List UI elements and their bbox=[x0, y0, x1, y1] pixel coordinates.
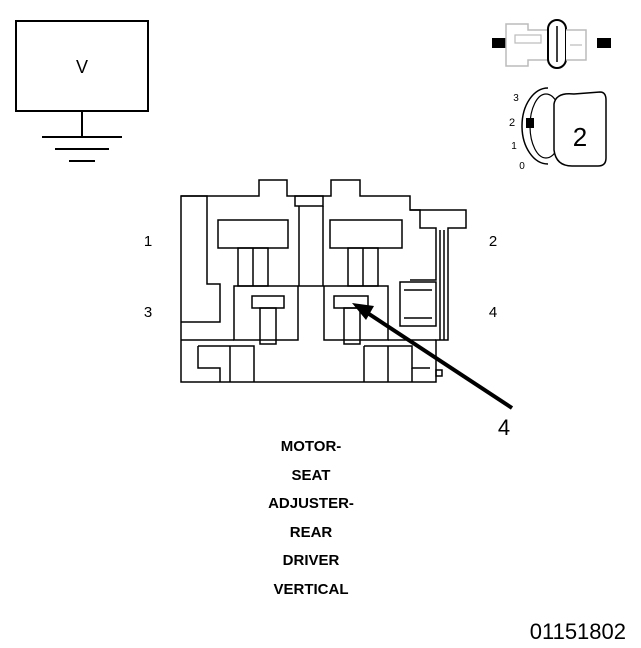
voltmeter-symbol bbox=[15, 20, 149, 137]
switch-position-3: 3 bbox=[513, 93, 519, 104]
connector-caption: MOTOR- SEAT ADJUSTER- REAR DRIVER VERTIC… bbox=[268, 438, 354, 598]
cavity-label-2: 2 bbox=[489, 233, 497, 250]
caption-line-6: VERTICAL bbox=[274, 581, 349, 598]
cavity-1-upper bbox=[217, 219, 289, 249]
figure-id: 01151802 bbox=[530, 619, 626, 644]
callout-label: 4 bbox=[498, 415, 510, 440]
switch-position-2: 2 bbox=[509, 117, 515, 129]
caption-line-1: MOTOR- bbox=[281, 438, 342, 455]
cavity-2-upper bbox=[329, 219, 403, 249]
caption-line-5: DRIVER bbox=[283, 552, 340, 569]
cavity-label-1: 1 bbox=[144, 233, 152, 250]
switch-position-1: 1 bbox=[511, 141, 517, 152]
voltmeter-label: V bbox=[76, 57, 88, 77]
ground-icon bbox=[42, 136, 122, 162]
connector-face bbox=[180, 179, 467, 383]
caption-line-2: SEAT bbox=[292, 467, 331, 484]
cavity-3-terminal bbox=[251, 295, 285, 309]
cavity-label-4: 4 bbox=[489, 304, 497, 321]
cavity-label-3: 3 bbox=[144, 304, 152, 321]
callout-arrow-icon bbox=[352, 303, 514, 410]
switch-position-0: 0 bbox=[519, 161, 525, 172]
switch-number: 2 bbox=[573, 122, 587, 152]
key-switch-icon bbox=[521, 87, 607, 167]
terminal-probe-icon bbox=[492, 19, 611, 69]
caption-line-3: ADJUSTER- bbox=[268, 495, 354, 512]
caption-line-4: REAR bbox=[290, 524, 333, 541]
